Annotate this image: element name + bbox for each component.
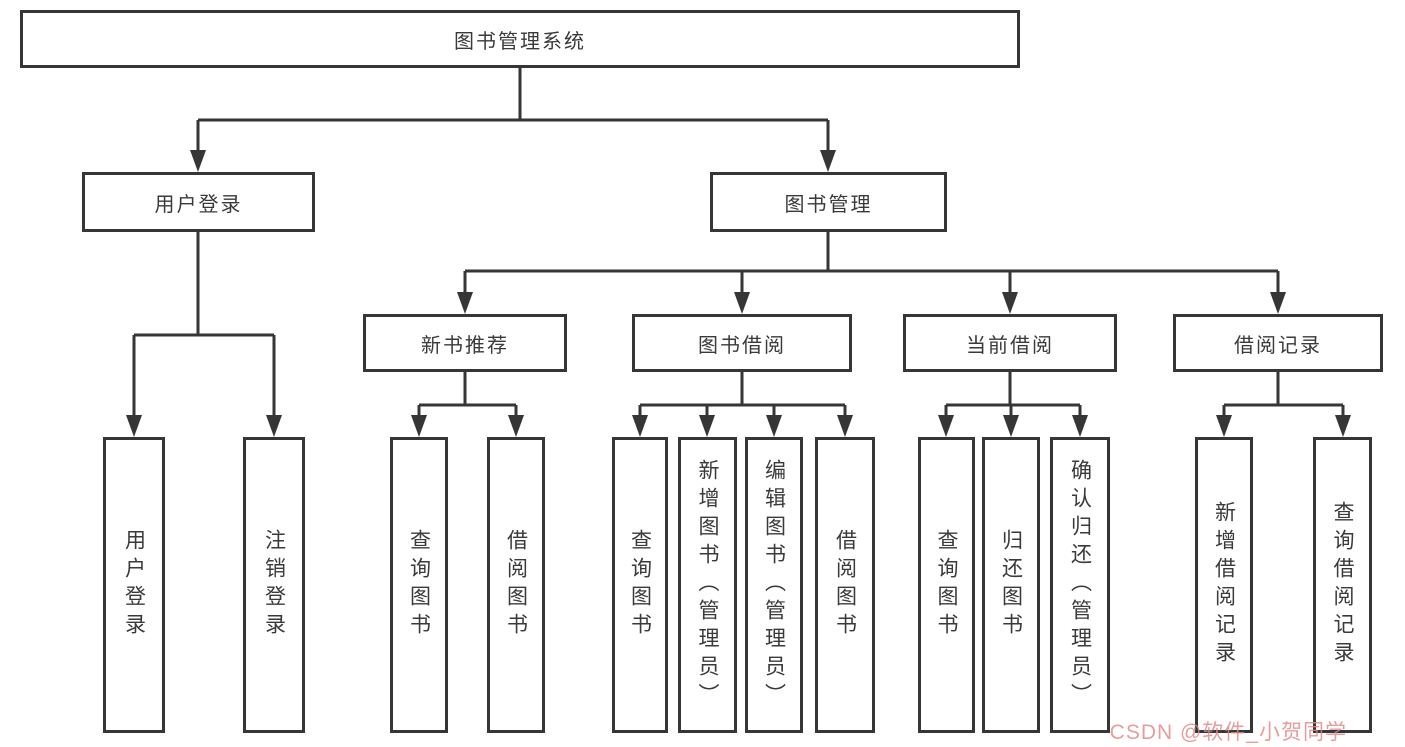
node-label: 用户登录 [154,193,243,216]
node-label: 新书推荐 [421,334,509,357]
node-user-login-branch: 用户登录 [82,172,315,232]
node-label: 注销登录 [262,529,286,641]
node-label: 借阅图书 [833,529,857,641]
node-label: 查询借阅记录 [1331,501,1354,669]
node-book-management: 图书管理 [710,172,947,232]
node-label: 确认归还（管理员） [1068,459,1092,711]
node-label: 借阅图书 [504,529,528,641]
leaf-add-borrow-record: 新增借阅记录 [1195,437,1253,733]
node-label: 查询图书 [407,529,431,641]
node-label: 图书管理 [784,193,873,216]
node-new-book-recommend: 新书推荐 [363,314,567,372]
leaf-edit-books-admin: 编辑图书（管理员） [745,437,803,733]
node-library-management-system: 图书管理系统 [20,10,1020,68]
node-label: 图书借阅 [698,334,786,357]
node-label: 查询图书 [935,529,958,641]
node-label: 借阅记录 [1234,334,1322,357]
leaf-query-borrow-record: 查询借阅记录 [1313,437,1372,733]
node-label: 查询图书 [628,529,652,641]
leaf-logout: 注销登录 [243,437,305,733]
node-book-borrowing: 图书借阅 [632,314,852,372]
node-label: 归还图书 [999,529,1023,641]
leaf-borrow-books-recommend: 借阅图书 [487,437,545,733]
node-label: 新增借阅记录 [1212,501,1236,669]
node-borrowing-records: 借阅记录 [1173,314,1383,372]
leaf-query-books-borrowing: 查询图书 [612,437,668,733]
node-label: 图书管理系统 [454,30,586,53]
leaf-query-books-recommend: 查询图书 [390,437,448,733]
leaf-borrow-books: 借阅图书 [815,437,875,733]
leaf-confirm-return-admin: 确认归还（管理员） [1050,437,1110,733]
leaf-user-login: 用户登录 [103,437,165,733]
leaf-return-books: 归还图书 [982,437,1040,733]
node-current-borrowing: 当前借阅 [903,314,1117,372]
arrowheads [126,150,1351,437]
node-label: 新增图书（管理员） [696,459,719,711]
node-label: 用户登录 [122,529,146,641]
node-label: 编辑图书（管理员） [762,459,786,711]
node-label: 当前借阅 [966,334,1054,357]
leaf-query-books-current: 查询图书 [918,437,975,733]
leaf-add-books-admin: 新增图书（管理员） [678,437,737,733]
